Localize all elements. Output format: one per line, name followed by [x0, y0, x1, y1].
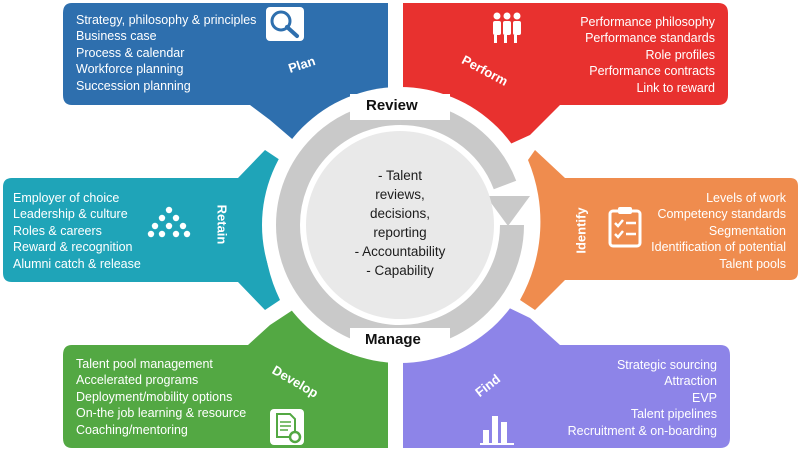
center-line: - Accountability [354, 244, 446, 259]
bar-chart-icon [480, 416, 514, 445]
list-item: Role profiles [645, 47, 715, 62]
list-item: Performance philosophy [580, 15, 715, 29]
review-heading: Review [366, 97, 418, 114]
list-item: Workforce planning [76, 62, 184, 77]
cycle-arrowhead [486, 196, 530, 226]
find-item-list: Strategic sourcing Attraction EVP Talent… [568, 357, 717, 439]
center-text: - Talent reviews, decisions, reporting -… [330, 166, 470, 280]
develop-segment [63, 302, 388, 448]
list-item: On-the job learning & resource [76, 406, 247, 421]
list-item: Coaching/mentoring [76, 422, 188, 437]
retain-label: Retain [214, 204, 230, 245]
list-item: Accelerated programs [76, 373, 199, 388]
list-item: Process & calendar [76, 45, 185, 60]
center-line: - Capability [366, 263, 434, 278]
identify-label: Identify [573, 207, 589, 254]
list-item: Competency standards [657, 207, 786, 222]
list-item: Performance contracts [589, 64, 715, 79]
list-item: Business case [76, 29, 157, 44]
list-item: Attraction [664, 374, 717, 389]
magnifier-icon [266, 7, 304, 41]
list-item: Talent pool management [76, 357, 213, 371]
cycle-ring [276, 101, 524, 349]
list-item: Levels of work [706, 191, 786, 205]
list-item: Talent pools [719, 256, 786, 271]
center-line: reporting [373, 225, 427, 240]
retain-item-list: Employer of choice Leadership & culture … [13, 190, 141, 272]
manage-plate [350, 328, 450, 354]
plan-item-list: Strategy, philosophy & principles Busine… [76, 12, 256, 94]
list-item: Strategy, philosophy & principles [76, 13, 257, 27]
list-item: Recruitment & on-boarding [567, 423, 717, 438]
plan-segment [63, 3, 388, 150]
perform-item-list: Performance philosophy Performance stand… [580, 14, 715, 96]
people-group-icon [493, 12, 521, 43]
list-item: Performance standards [585, 31, 715, 46]
list-item: Identification of potential [651, 240, 786, 255]
list-item: Roles & careers [13, 223, 102, 238]
develop-item-list: Talent pool management Accelerated progr… [76, 356, 246, 438]
retain-segment [3, 150, 280, 310]
list-item: EVP [691, 390, 717, 405]
center-line: decisions, [369, 206, 431, 221]
list-item: Deployment/mobility options [76, 389, 233, 404]
list-item: Alumni catch & release [13, 256, 141, 271]
center-line: - Talent [377, 168, 423, 183]
center-inner-disc [306, 131, 494, 319]
org-chart-icon [147, 206, 191, 238]
list-item: Leadership & culture [13, 207, 128, 222]
find-segment [403, 302, 730, 448]
document-gear-icon [270, 409, 304, 445]
identify-item-list: Levels of work Competency standards Segm… [651, 190, 786, 272]
list-item: Succession planning [76, 78, 191, 93]
manage-heading: Manage [365, 331, 421, 348]
identify-segment [520, 150, 798, 310]
list-item: Strategic sourcing [616, 358, 717, 372]
perform-segment [403, 3, 728, 150]
list-item: Link to reward [636, 80, 715, 95]
list-item: Reward & recognition [13, 240, 133, 255]
list-item: Segmentation [708, 223, 786, 238]
list-item: Talent pipelines [630, 407, 717, 422]
review-plate [350, 94, 450, 120]
center-line: reviews, [375, 187, 425, 202]
clipboard-checklist-icon [608, 207, 642, 248]
list-item: Employer of choice [13, 191, 120, 205]
